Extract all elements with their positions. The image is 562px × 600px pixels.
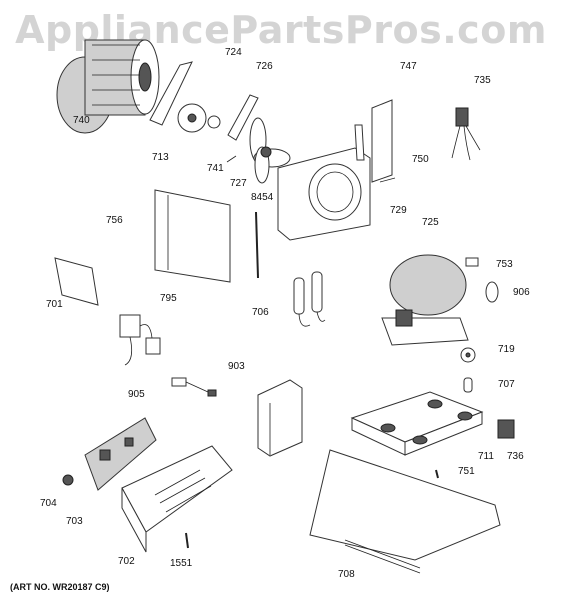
label-702: 702 [118,556,135,567]
label-905: 905 [128,389,145,400]
part-724-drawing [149,61,193,126]
part-736-drawing [497,419,515,439]
label-729: 729 [390,205,407,216]
part-795-drawing [119,314,161,366]
label-795: 795 [160,293,177,304]
part-726-drawing [207,94,259,141]
label-725: 725 [422,217,439,228]
part-704-drawing [62,474,74,486]
part-711-drawing [350,391,484,456]
label-719: 719 [498,344,515,355]
label-726: 726 [256,61,273,72]
label-711: 711 [478,451,494,462]
part-751-drawing [435,469,439,479]
label-903: 903 [228,361,245,372]
label-736: 736 [507,451,524,462]
art-number: (ART NO. WR20187 C9) [10,582,110,592]
part-706-drawing [293,271,326,327]
label-703: 703 [66,516,83,527]
label-708: 708 [338,569,355,580]
part-708-drawing [309,449,501,574]
label-747: 747 [400,61,417,72]
part-701-drawing [54,257,99,306]
part-756-drawing [154,189,231,283]
part-753-drawing [465,257,479,267]
part-750-drawing [379,177,396,183]
part-905-drawing [171,377,217,397]
part-1551-drawing [185,532,189,549]
part-747-drawing [371,99,393,183]
part-707-drawing [463,377,473,393]
label-8454: 8454 [251,192,274,203]
label-707: 707 [498,379,515,390]
part-735-drawing [451,107,481,161]
label-750: 750 [412,154,429,165]
label-701: 701 [46,299,63,310]
label-740: 740 [73,115,90,126]
part-713-drawing [177,103,207,133]
part-741-drawing [226,155,237,163]
part-719-drawing [460,347,476,363]
label-1551: 1551 [170,558,193,569]
label-906: 906 [513,287,530,298]
label-751: 751 [458,466,475,477]
label-741: 741 [207,163,224,174]
label-753: 753 [496,259,513,270]
part-8454-drawing [255,211,259,279]
label-756: 756 [106,215,123,226]
label-724: 724 [225,47,242,58]
label-706: 706 [252,307,269,318]
part-727-drawing [249,117,291,184]
label-727: 727 [230,178,247,189]
part-740-drawing [56,39,160,134]
part-906-drawing [485,281,499,303]
label-735: 735 [474,75,491,86]
part-703-drawing [84,417,157,491]
part-729-drawing [277,124,371,241]
part-702-drawing [121,445,233,553]
part-903-drawing [257,379,303,457]
label-713: 713 [152,152,169,163]
part-725-drawing [381,254,469,346]
label-704: 704 [40,498,57,509]
